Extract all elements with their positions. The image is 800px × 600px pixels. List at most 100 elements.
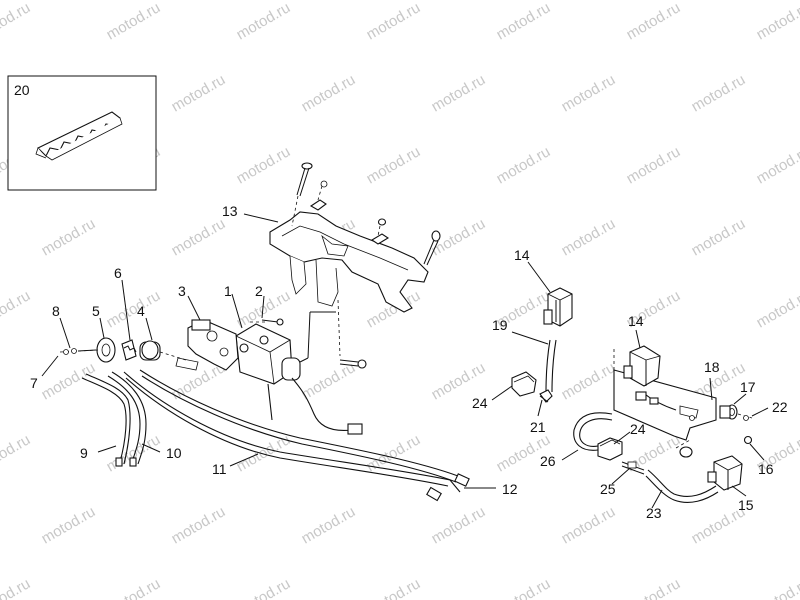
screw-22 [737,413,753,421]
callout-10: 10 [166,445,182,461]
callout-24-right: 24 [630,421,646,437]
callout-18: 18 [704,359,720,375]
watermark-text: motod.ru [624,431,684,475]
watermark-text: motod.ru [559,215,619,259]
watermark-text: motod.ru [299,359,359,403]
callout-13: 13 [222,203,238,219]
hose-19 [545,339,557,393]
leader-lines [41,213,769,509]
watermark-text: motod.ru [169,71,229,115]
watermark-text: motod.ru [234,143,294,187]
callout-11: 11 [212,461,227,477]
watermark-text: motod.ru [494,0,554,43]
hose-23 [645,469,719,503]
watermark-text: motod.ru [299,71,359,115]
cable-11 [123,371,461,502]
watermark-text: motod.ru [364,0,424,43]
callout-19: 19 [492,317,508,333]
inset-box: 20 [7,75,157,191]
watermark-text: motod.ru [754,287,800,331]
watermark-text: motod.ru [39,215,99,259]
watermark-text: motod.ru [234,431,294,475]
sensor-14-top [543,287,573,327]
watermark-text: motod.ru [169,503,229,547]
watermark-text: motod.ru [559,359,619,403]
watermark-text: motod.ru [624,575,684,600]
watermark-text: motod.ru [689,215,749,259]
watermark-text: motod.ru [429,71,489,115]
callout-1: 1 [224,283,232,299]
callout-12: 12 [502,481,518,497]
watermark-text: motod.ru [234,575,294,600]
connector-24-right [597,437,623,461]
watermark-text: motod.ru [0,575,33,600]
cable-10 [107,371,147,467]
callout-7: 7 [30,375,38,391]
watermark-text: motod.ru [494,143,554,187]
callout-9: 9 [80,445,88,461]
watermark-text: motod.ru [169,215,229,259]
wire-clip-icon [35,111,123,161]
mount-plate-18 [613,346,717,441]
watermark-text: motod.ru [299,503,359,547]
callout-labels: 13 1 2 3 4 5 6 7 8 9 10 11 12 14 14 15 1… [30,203,788,521]
watermark-text: motod.ru [0,287,33,331]
watermark-text: motod.ru [364,143,424,187]
watermark-text: motod.ru [104,0,164,43]
cable-12 [139,369,470,487]
watermark-text: motod.ru [104,287,164,331]
watermark-text: motod.ru [559,503,619,547]
actuator-motor [235,323,363,435]
callout-16: 16 [758,461,774,477]
pulley-assembly [59,337,187,363]
watermark-text: motod.ru [624,143,684,187]
sensor-14-right [623,345,677,411]
watermark-text: motod.ru [234,287,294,331]
watermark-text: motod.ru [364,575,424,600]
link-line [299,357,309,363]
fastener [675,439,693,458]
actuator-bracket [175,319,239,371]
watermark-text: motod.ru [104,431,164,475]
callout-26: 26 [540,453,556,469]
watermark-text: motod.ru [494,575,554,600]
watermark-text: motod.ru [0,0,33,43]
cable-9 [81,373,131,467]
callout-6: 6 [114,265,122,281]
callout-4: 4 [137,303,145,319]
callout-24-left: 24 [472,395,488,411]
fitting-21 [539,389,553,403]
watermark-text: motod.ru [754,0,800,43]
watermark-text: motod.ru [689,71,749,115]
support-bracket [269,211,429,313]
callout-23: 23 [646,505,662,521]
watermark-text: motod.ru [624,0,684,43]
bracket-bolts [291,162,441,369]
callout-25: 25 [600,481,616,497]
watermark-text: motod.ru [0,431,33,475]
watermark-text: motod.ru [754,575,800,600]
callout-15: 15 [738,497,754,513]
nut-16 [743,435,753,445]
callout-14-right: 14 [628,313,644,329]
inset-label: 20 [14,82,30,98]
callout-8: 8 [52,303,60,319]
watermark-text: motod.ru [39,503,99,547]
watermark-text: motod.ru [429,503,489,547]
fitting-25 [621,461,645,475]
spacer-17 [719,404,738,420]
callout-21: 21 [530,419,546,435]
callout-5: 5 [92,303,100,319]
callout-3: 3 [178,283,186,299]
watermark-text: motod.ru [234,0,294,43]
hose-26 [573,412,613,451]
callout-14-top: 14 [514,247,530,263]
watermark-text: motod.ru [754,143,800,187]
connector-24-left [511,371,537,397]
callout-17: 17 [740,379,756,395]
sensor-15 [707,455,743,491]
watermark-text: motod.ru [104,575,164,600]
watermark-text: motod.ru [559,71,619,115]
screw-2 [250,318,284,326]
